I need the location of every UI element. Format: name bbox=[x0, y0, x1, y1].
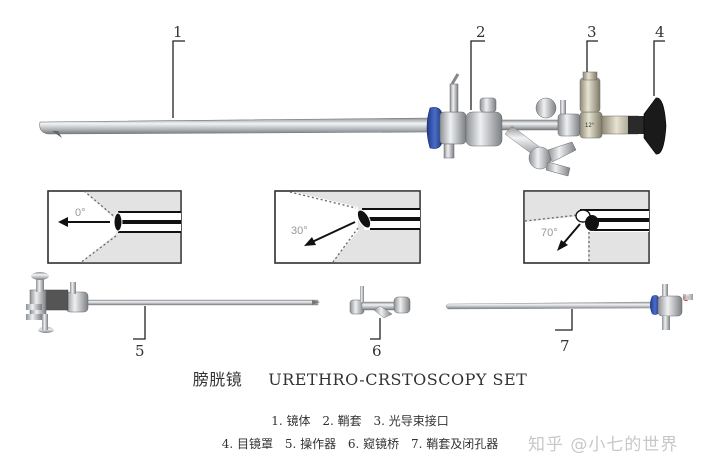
legend-item-2: 2. 鞘套 bbox=[322, 414, 362, 428]
view-panel-0deg: 0° bbox=[47, 190, 182, 264]
eyepiece-cup bbox=[643, 97, 667, 155]
legend-item-6: 6. 窥镜桥 bbox=[347, 437, 400, 451]
view-panel-70deg: 70° bbox=[523, 190, 650, 264]
sheath-lock bbox=[465, 111, 503, 147]
view-panel-30deg: 30° bbox=[274, 190, 421, 264]
legend-item-5: 5. 操作器 bbox=[284, 437, 337, 451]
angle-label-30: 30° bbox=[291, 225, 308, 237]
callout-2: 2 bbox=[476, 23, 486, 41]
watermark: 知乎 @小七的世界 bbox=[528, 435, 679, 455]
angle-marking: 12° bbox=[585, 123, 595, 129]
legend-item-7: 7. 鞘套及闭孔器 bbox=[411, 437, 499, 451]
scope-bridge bbox=[349, 286, 411, 319]
scope-tip bbox=[52, 131, 62, 138]
legend-item-3: 3. 光导束接口 bbox=[373, 414, 449, 428]
callout-4: 4 bbox=[655, 23, 665, 41]
callout-6: 6 bbox=[372, 342, 382, 360]
title-chinese: 膀胱镜 bbox=[192, 370, 243, 389]
callout-lines-top bbox=[172, 40, 665, 118]
sheath-obturator bbox=[445, 284, 693, 330]
title-english: URETHRO-CRSTOSCOPY SET bbox=[268, 370, 528, 389]
light-guide-port bbox=[579, 77, 601, 113]
callout-3: 3 bbox=[587, 23, 597, 41]
callout-1: 1 bbox=[173, 23, 183, 41]
callout-7: 7 bbox=[560, 337, 570, 355]
angle-label-70: 70° bbox=[541, 227, 558, 239]
callout-line-7 bbox=[555, 309, 573, 331]
sheath-valve bbox=[439, 111, 467, 145]
scope-shaft bbox=[39, 117, 433, 135]
diagram-title: 膀胱镜 URETHRO-CRSTOSCOPY SET bbox=[0, 366, 720, 390]
main-scope: 12° bbox=[39, 71, 667, 177]
callout-line-5 bbox=[133, 306, 146, 340]
legend-line-1: 1. 镜体 2. 鞘套 3. 光导束接口 bbox=[0, 412, 720, 429]
angle-label-0: 0° bbox=[75, 207, 86, 219]
legend-line-2: 4. 目镜罩 5. 操作器 6. 窥镜桥 7. 鞘套及闭孔器 bbox=[0, 435, 720, 452]
legend-item-4: 4. 目镜罩 bbox=[221, 437, 273, 451]
legend-item-1: 1. 镜体 bbox=[271, 414, 311, 428]
callout-5: 5 bbox=[135, 342, 145, 360]
blue-seal bbox=[426, 107, 444, 149]
working-element bbox=[26, 272, 320, 333]
callout-line-6 bbox=[370, 318, 381, 340]
